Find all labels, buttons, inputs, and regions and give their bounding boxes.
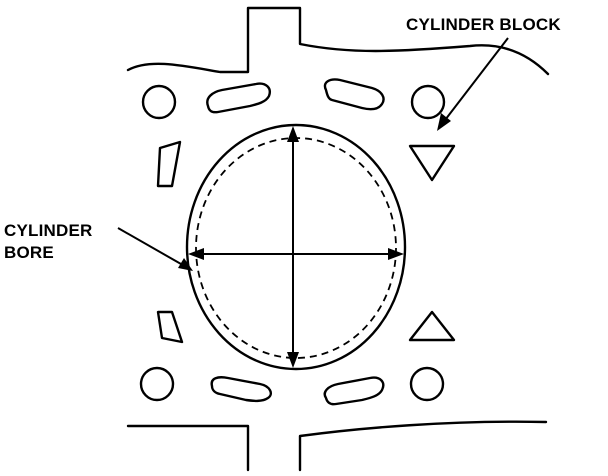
coolant-slot-bottom-left	[210, 376, 272, 403]
cylinder-block-arrow-icon	[437, 113, 451, 131]
bolt-hole-bottom-right	[409, 366, 445, 402]
arrow-down-icon	[287, 352, 299, 368]
triangle-passage-lower-right	[408, 310, 456, 342]
bolt-hole-bottom-left	[139, 366, 175, 402]
cylinder-bore-arrow-icon	[178, 258, 193, 271]
block-outline-top	[126, 6, 550, 76]
bolt-hole-top-left	[141, 84, 177, 120]
coolant-slot-top-left	[206, 82, 271, 114]
cylinder-block-leader	[441, 37, 509, 125]
arrow-up-icon	[287, 126, 299, 142]
triangle-passage-upper-right	[408, 144, 456, 182]
cylinder-bore-inner-dashed	[195, 137, 397, 359]
label-cylinder-bore-line2: BORE	[4, 243, 54, 262]
cylinder-bore-leader	[117, 227, 189, 269]
label-cylinder-bore-line1: CYLINDER	[4, 221, 93, 240]
arrow-left-icon	[188, 248, 204, 260]
coolant-slot-top-right	[323, 78, 385, 111]
arrow-right-icon	[388, 248, 404, 260]
block-outline-bottom	[126, 420, 548, 472]
label-cylinder-block: CYLINDER BLOCK	[406, 15, 561, 34]
water-passage-upper-left	[156, 140, 182, 188]
bolt-hole-top-right	[410, 84, 446, 120]
water-passage-lower-left	[156, 310, 184, 344]
cylinder-bore-outer	[185, 123, 407, 371]
coolant-slot-bottom-right	[323, 376, 385, 406]
